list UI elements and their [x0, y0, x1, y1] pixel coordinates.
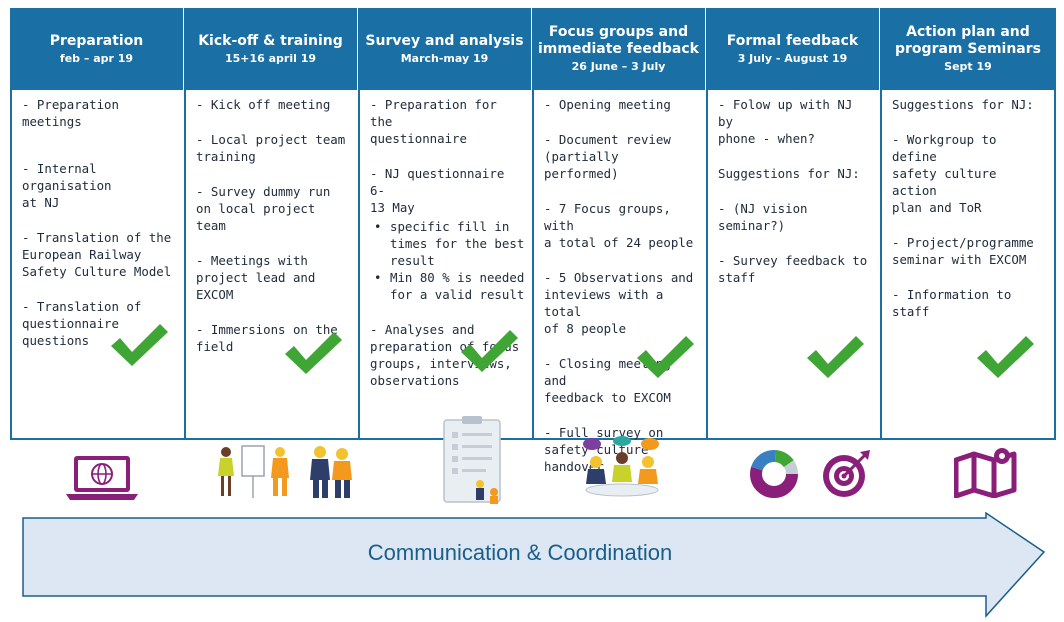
- list-item: - Local project team training: [196, 131, 352, 165]
- phase-header-survey: Survey and analysis March-may 19: [358, 8, 532, 90]
- list-item: - Document review (partially performed): [544, 131, 700, 182]
- check-icon: [804, 334, 866, 380]
- training-workers-icon: [212, 442, 356, 500]
- phase-title: Focus groups and immediate feedback: [538, 24, 699, 58]
- list-item: Suggestions for NJ:: [718, 165, 874, 182]
- phase-dates: Sept 19: [944, 60, 992, 74]
- list-item: - Internal organisation at NJ: [22, 160, 178, 211]
- phase-dates: March-may 19: [401, 52, 489, 66]
- arrow-label: Communication & Coordination: [340, 540, 700, 566]
- target-icon: [820, 448, 874, 500]
- phase-column-focus-groups: - Opening meeting - Document review (par…: [532, 90, 706, 438]
- list-item: - Preparation for the questionnaire: [370, 96, 526, 147]
- phase-title: Action plan and program Seminars: [895, 24, 1041, 58]
- list-item: - Project/programme seminar with EXCOM: [892, 234, 1048, 268]
- list-item: - 7 Focus groups, with a total of 24 peo…: [544, 200, 700, 251]
- phase-column-preparation: - Preparation meetings - Internal organi…: [10, 90, 184, 438]
- phase-header-formal-feedback: Formal feedback 3 July - August 19: [706, 8, 880, 90]
- phase-header-focus-groups: Focus groups and immediate feedback 26 J…: [532, 8, 706, 90]
- list-item: - Opening meeting: [544, 96, 700, 113]
- list-item: - Survey dummy run on local project team: [196, 183, 352, 234]
- list-item: - (NJ vision seminar?): [718, 200, 874, 234]
- phase-title: Preparation: [50, 33, 144, 50]
- roadmap-icon: [954, 446, 1018, 498]
- phase-header-preparation: Preparation feb – apr 19: [10, 8, 184, 90]
- survey-clipboard-icon: [440, 414, 508, 506]
- list-item: - Translation of the European Railway Sa…: [22, 229, 178, 280]
- list-item: - Survey feedback to staff: [718, 252, 874, 286]
- check-icon: [282, 330, 344, 376]
- phase-dates: 26 June – 3 July: [572, 60, 666, 74]
- laptop-globe-icon: [64, 452, 140, 502]
- phase-dates: feb – apr 19: [60, 52, 133, 66]
- bullet-item: specific fill in times for the best resu…: [370, 218, 526, 269]
- phase-column-kickoff: - Kick off meeting - Local project team …: [184, 90, 358, 438]
- bullet-item: Min 80 % is needed for a valid result: [370, 269, 526, 303]
- phase-body-row: - Preparation meetings - Internal organi…: [10, 90, 1056, 440]
- check-icon: [458, 328, 520, 374]
- donut-chart-icon: [748, 448, 800, 500]
- check-icon: [974, 334, 1036, 380]
- list-item: - Meetings with project lead and EXCOM: [196, 252, 352, 303]
- phase-header-action-plan: Action plan and program Seminars Sept 19: [880, 8, 1056, 90]
- list-item: - 5 Observations and inteviews with a to…: [544, 269, 700, 337]
- list-item: - Folow up with NJ by phone - when?: [718, 96, 874, 147]
- phase-dates: 15+16 april 19: [225, 52, 316, 66]
- list-item: - Preparation meetings: [22, 96, 178, 130]
- list-item: - Information to staff: [892, 286, 1048, 320]
- phase-header-kickoff: Kick-off & training 15+16 april 19: [184, 8, 358, 90]
- phase-title: Formal feedback: [727, 33, 858, 50]
- check-icon: [108, 322, 170, 368]
- phase-title: Kick-off & training: [198, 33, 343, 50]
- check-icon: [634, 334, 696, 380]
- phase-header-row: Preparation feb – apr 19 Kick-off & trai…: [10, 8, 1056, 90]
- list-item: Suggestions for NJ:: [892, 96, 1048, 113]
- list-item: - Kick off meeting: [196, 96, 352, 113]
- phase-dates: 3 July - August 19: [738, 52, 848, 66]
- list-item: - Workgroup to define safety culture act…: [892, 131, 1048, 216]
- list-item: - NJ questionnaire 6- 13 May: [370, 165, 526, 216]
- phase-column-action-plan: Suggestions for NJ: - Workgroup to defin…: [880, 90, 1056, 438]
- phase-title: Survey and analysis: [365, 33, 523, 50]
- focus-group-icon: [580, 436, 664, 498]
- phase-column-formal-feedback: - Folow up with NJ by phone - when? Sugg…: [706, 90, 880, 438]
- phase-column-survey: - Preparation for the questionnaire - NJ…: [358, 90, 532, 438]
